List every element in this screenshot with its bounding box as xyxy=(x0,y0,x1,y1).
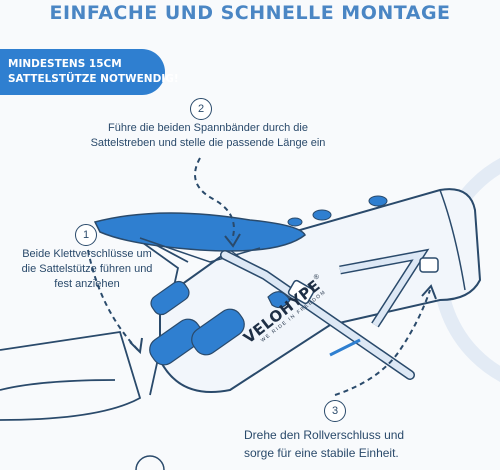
tension-strap-1-inner xyxy=(221,251,414,379)
saddle xyxy=(93,212,306,252)
step-1-number: 1 xyxy=(75,224,97,246)
step-1-text: Beide Klettverschlüsse um die Sattelstüt… xyxy=(2,247,172,292)
badge-line-1: MINDESTENS 15CM xyxy=(8,58,122,70)
step-3-line-2: sorge für eine stabile Einheit. xyxy=(244,446,399,460)
tension-strap-2-inner xyxy=(339,250,427,327)
bike-frame-top xyxy=(0,379,116,391)
saddle-rails xyxy=(139,237,261,263)
bike-frame xyxy=(0,330,142,421)
page-title: EINFACHE UND SCHNELLE MONTAGE xyxy=(49,2,451,24)
step-1-line-2: die Sattelstütze führen und xyxy=(21,263,153,275)
velcro-strap-3 xyxy=(191,308,245,356)
guide-arrow-1-head xyxy=(129,337,143,355)
buckle-2 xyxy=(419,257,439,273)
reflector xyxy=(267,291,291,309)
guide-arrow-3-head xyxy=(421,284,437,300)
reflective-stripe xyxy=(329,338,361,357)
step-3-text: Drehe den Rollverschluss und sorge für e… xyxy=(244,426,474,462)
roll-closure xyxy=(439,189,466,291)
step-2-line-1: Führe die beiden Spannbänder durch die xyxy=(108,122,308,134)
wheel-hint xyxy=(135,455,165,470)
velcro-strap-1 xyxy=(150,280,190,316)
top-clip-2 xyxy=(368,195,388,207)
step-1-line-1: Beide Klettverschlüsse um xyxy=(22,248,152,260)
badge-line-2: SATTELSTÜTZE NOTWENDIG! xyxy=(8,73,179,85)
top-clip-3 xyxy=(287,217,303,227)
guide-arrow-1 xyxy=(87,249,139,351)
buckle-1 xyxy=(287,279,315,305)
step-3-line-1: Drehe den Rollverschluss und xyxy=(244,428,405,442)
velcro-strap-2 xyxy=(149,318,203,366)
step-2-line-2: Sattelstreben und stelle die passende Lä… xyxy=(90,137,326,149)
requirement-badge: MINDESTENS 15CM SATTELSTÜTZE NOTWENDIG! xyxy=(0,49,179,95)
guide-arrow-2 xyxy=(194,157,235,241)
saddle-bag xyxy=(159,188,482,393)
top-clip-1 xyxy=(312,209,332,221)
step-1-line-3: fest anziehen xyxy=(54,278,120,290)
guide-arrow-2-head xyxy=(224,233,241,248)
guide-arrow-3 xyxy=(334,289,431,396)
step-2-number: 2 xyxy=(190,98,212,120)
step-3-number: 3 xyxy=(324,400,346,422)
step-2-text: Führe die beiden Spannbänder durch die S… xyxy=(78,121,338,151)
